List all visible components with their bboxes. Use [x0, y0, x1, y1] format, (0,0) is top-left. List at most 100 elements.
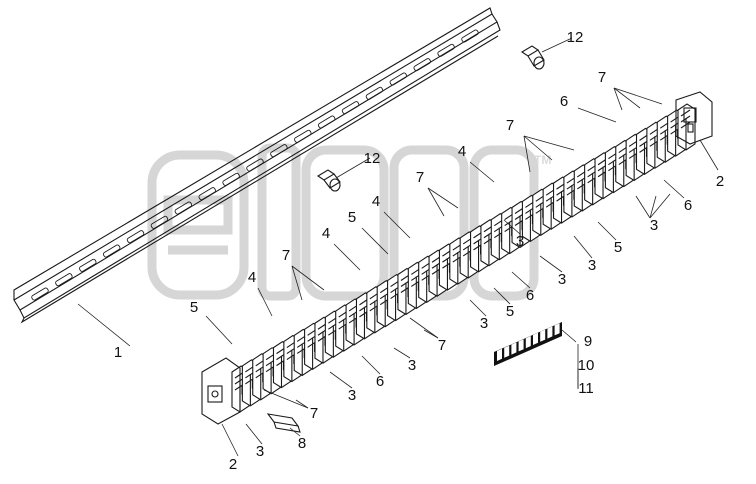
leader-line — [635, 195, 651, 219]
leader-line — [221, 423, 239, 457]
callout-label-c7f: 7 — [598, 69, 606, 86]
leader-line — [469, 161, 495, 183]
leader-line — [257, 287, 273, 317]
leader-line — [295, 399, 309, 409]
rail-slot — [79, 258, 97, 272]
callout-label-c3e: 3 — [558, 271, 566, 288]
leader-line — [523, 135, 553, 161]
leader-line — [511, 271, 531, 289]
rail-slot — [317, 115, 336, 129]
leader-line — [205, 315, 233, 345]
leader-line — [577, 107, 617, 123]
callout-label-c3b: 3 — [348, 387, 356, 404]
leader-line — [539, 255, 563, 273]
callout-label-c5d: 5 — [614, 239, 622, 256]
leader-line — [699, 139, 719, 171]
leader-line — [291, 265, 325, 291]
callout-label-c3d: 3 — [480, 315, 488, 332]
callout-label-c8: 8 — [298, 435, 306, 452]
callout-label-c3g: 3 — [650, 217, 658, 234]
rail-slot — [102, 244, 121, 258]
marker-cell — [525, 336, 531, 349]
watermark-tm: TM — [534, 153, 551, 167]
rail-slot — [437, 43, 455, 57]
callout-label-c6d: 6 — [560, 93, 568, 110]
jumper-bar — [266, 413, 301, 433]
leader-line — [361, 355, 381, 375]
callout-label-c12a: 12 — [567, 29, 584, 46]
rail-slot — [150, 215, 169, 229]
leader-line — [77, 303, 131, 347]
rail-slot — [294, 129, 312, 143]
leader-line — [383, 211, 411, 239]
marker-cell — [497, 348, 502, 361]
leader-line — [427, 187, 459, 209]
screw-upper — [520, 45, 545, 70]
callout-label-c5c: 5 — [506, 303, 514, 320]
leader-line — [493, 287, 511, 305]
rail-slot — [341, 101, 360, 115]
leader-line — [361, 227, 389, 255]
callout-label-c2b: 2 — [716, 173, 724, 190]
rail-slot — [389, 72, 408, 86]
marker-cell — [554, 323, 560, 336]
leader-line — [469, 299, 487, 317]
rail-slot — [246, 158, 264, 172]
callout-label-c4b: 4 — [322, 225, 330, 242]
marker-cell — [518, 339, 524, 352]
leader-line — [561, 329, 577, 343]
callout-label-c3f: 3 — [588, 257, 596, 274]
callout-label-c11: 11 — [578, 380, 594, 397]
leader-line — [291, 265, 303, 301]
leader-line — [613, 87, 623, 111]
callout-label-c7b: 7 — [438, 337, 446, 354]
callout-label-c7e: 7 — [506, 117, 514, 134]
leader-line — [393, 347, 411, 359]
leader-line — [335, 157, 371, 179]
leader-line — [263, 389, 309, 409]
leader-line — [573, 235, 593, 259]
marker-cell — [533, 332, 538, 345]
leader-line — [289, 427, 301, 437]
rail-slot — [31, 287, 49, 301]
leader-line — [333, 243, 361, 271]
leader-line — [409, 317, 439, 339]
leader-line — [329, 371, 353, 389]
callout-label-c6b: 6 — [526, 287, 534, 304]
marker-cell — [540, 329, 546, 342]
callout-label-c9: 9 — [584, 333, 592, 350]
rail-slot — [413, 58, 431, 72]
callout-label-c12b: 12 — [364, 150, 381, 167]
callout-label-c6c: 6 — [684, 197, 692, 214]
callout-label-c7a: 7 — [310, 405, 318, 422]
din-rail — [13, 7, 501, 324]
leader-line — [649, 193, 671, 219]
callout-label-c5a: 5 — [190, 299, 198, 316]
rail-slots — [31, 29, 479, 301]
leader-line — [245, 423, 263, 445]
callout-label-c3h: 3 — [516, 233, 524, 250]
marker-strip — [494, 322, 562, 366]
callout-label-c6a: 6 — [376, 373, 384, 390]
leader-line — [663, 179, 685, 199]
terminal-block — [677, 103, 696, 151]
callout-label-c7c: 7 — [282, 247, 290, 264]
marker-cell — [547, 326, 553, 339]
callout-label-c5b: 5 — [348, 209, 356, 226]
rail-slot — [174, 201, 193, 215]
marker-cell — [511, 342, 517, 355]
rail-slot — [126, 230, 145, 244]
leader-line — [503, 219, 521, 235]
callout-label-c7d: 7 — [416, 169, 424, 186]
marker-cells — [497, 323, 560, 361]
leader-line — [427, 187, 445, 217]
rail-slot — [198, 187, 216, 201]
rail-slot — [461, 29, 479, 43]
screw-lower — [316, 169, 341, 192]
rail-slot — [365, 86, 384, 100]
leader-line — [523, 135, 575, 151]
callout-label-c3c: 3 — [408, 357, 416, 374]
callout-label-c4a: 4 — [248, 269, 256, 286]
